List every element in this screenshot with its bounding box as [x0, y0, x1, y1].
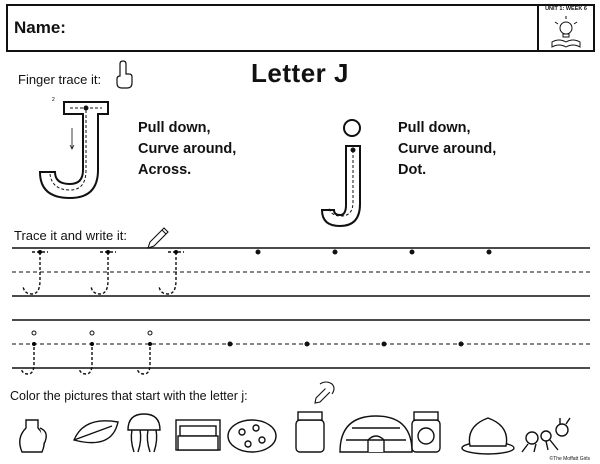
lowercase-trace-row [12, 319, 590, 369]
start-dot [409, 249, 415, 255]
uppercase-step-2: Curve around, [138, 141, 237, 157]
jug-icon[interactable] [19, 419, 47, 453]
start-dot [255, 249, 261, 255]
unit-box [537, 4, 595, 52]
uppercase-traces [22, 249, 492, 295]
lowercase-j-trace-letter [136, 342, 151, 375]
start-dot [458, 341, 464, 347]
lowercase-j-dot [31, 330, 37, 336]
pointing-finger-icon [116, 60, 133, 89]
lowercase-step-2: Curve around, [398, 141, 497, 157]
color-label: Color the pictures that start with the l… [10, 389, 248, 403]
unit-label: UNIT 1: WEEK 6 [545, 6, 587, 12]
igloo-icon[interactable] [339, 415, 413, 453]
jellyfish-icon[interactable] [127, 413, 161, 453]
start-dot [38, 250, 42, 254]
lowercase-j-trace-letter [78, 342, 93, 375]
jar-icon[interactable] [295, 411, 325, 453]
lightbulb-book-icon [551, 16, 581, 48]
hand-pencil-icon [314, 381, 335, 404]
start-dot [148, 342, 152, 346]
start-dot [106, 250, 110, 254]
uppercase-step-3: Across. [138, 162, 192, 178]
credit: ©The Moffatt Girls [549, 456, 590, 462]
jam-jar-icon[interactable] [411, 411, 441, 453]
start-dot [332, 249, 338, 255]
uppercase-steps: Pull down, Curve around, Across. [138, 118, 236, 181]
finger-trace-label: Finger trace it: [18, 72, 102, 87]
lowercase-steps: Pull down, Curve around, Dot. [398, 118, 496, 181]
lowercase-j-dot [89, 330, 95, 336]
uppercase-j-trace-letter [90, 251, 116, 295]
trace-write-label: Trace it and write it: [14, 228, 127, 243]
lowercase-step-1: Pull down, [398, 120, 471, 136]
leaf-icon[interactable] [73, 420, 119, 444]
start-dot [227, 341, 233, 347]
ant-icon[interactable] [521, 417, 571, 453]
lowercase-j-trace-letter [20, 342, 35, 375]
start-dot [90, 342, 94, 346]
uppercase-step-1: Pull down, [138, 120, 211, 136]
lowercase-j-trace [320, 119, 361, 228]
lowercase-step-3: Dot. [398, 162, 427, 178]
pizza-icon[interactable] [227, 419, 277, 453]
name-box [6, 4, 595, 52]
page-title: Letter J [251, 58, 349, 88]
start-dot [32, 342, 36, 346]
uppercase-j-trace-letter [158, 251, 184, 295]
jello-icon[interactable] [461, 417, 515, 455]
bed-icon[interactable] [175, 419, 221, 451]
uppercase-trace-row [12, 247, 590, 297]
start-dot [304, 341, 310, 347]
start-dot [174, 250, 178, 254]
uppercase-j-trace: 2 [38, 97, 109, 200]
start-dot [381, 341, 387, 347]
uppercase-j-trace-letter [22, 251, 48, 295]
svg-text:2: 2 [52, 97, 55, 103]
start-dot [486, 249, 492, 255]
name-label: Name: [14, 18, 66, 37]
lowercase-traces [20, 330, 464, 375]
lowercase-j-dot [147, 330, 153, 336]
pencil-icon [147, 227, 169, 249]
